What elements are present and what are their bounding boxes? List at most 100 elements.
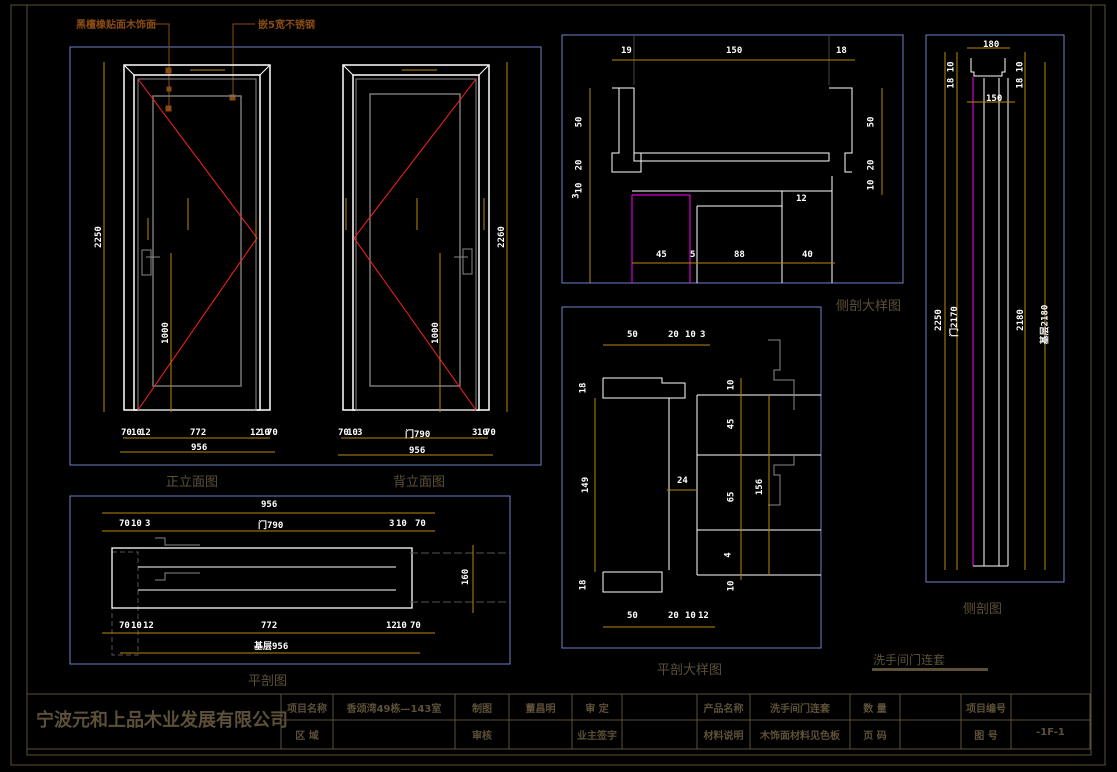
plan-detail-right-4: 4 <box>723 552 734 558</box>
plan-top-10r: 10 <box>396 519 407 529</box>
front-dim-772: 772 <box>190 428 207 438</box>
front-dim-10l: 10 <box>131 428 142 438</box>
front-dim-12l: 12 <box>140 428 151 438</box>
plan-detail-top-10: 10 <box>685 330 696 340</box>
plan-section-title: 平剖图 <box>248 674 288 689</box>
plan-detail-left-18a: 18 <box>578 382 589 394</box>
area-label: 区 域 <box>295 731 319 742</box>
viewport-plan-detail[interactable] <box>561 306 822 649</box>
plan-bot-10l: 10 <box>131 621 142 631</box>
plan-detail-top-20: 20 <box>668 330 679 340</box>
plan-dim-overall-top: 956 <box>261 500 278 510</box>
drawn-by-label: 制图 <box>472 704 492 715</box>
product-value: 洗手间门连套 <box>770 704 830 715</box>
plan-top-door: 门790 <box>258 521 284 531</box>
front-height-dim: 2250 <box>93 226 104 248</box>
side-detail-right-20: 20 <box>866 159 877 171</box>
back-dim-70r: 70 <box>485 428 496 438</box>
plan-detail-title: 平剖大样图 <box>657 663 723 678</box>
plan-detail-right-10a: 10 <box>726 379 737 391</box>
plan-detail-bot-50: 50 <box>627 611 638 621</box>
project-no-label: 项目编号 <box>966 704 1006 715</box>
viewport-side-section[interactable] <box>925 34 1065 583</box>
note-stainless-inlay: 嵌5宽不锈钢 <box>258 20 315 31</box>
back-dim-overall: 956 <box>409 446 426 456</box>
plan-bot-10r: 10 <box>396 621 407 631</box>
side-section-small-left: 18 10 <box>946 61 957 89</box>
front-elevation-door <box>123 64 271 411</box>
plan-detail-right-510: 10 <box>726 580 737 592</box>
side-section-drawing <box>970 58 1009 567</box>
plan-detail-dimension-lines <box>594 344 770 628</box>
side-detail-title: 侧剖大样图 <box>836 299 902 314</box>
back-elevation-title: 背立面图 <box>393 475 446 490</box>
plan-top-3l: 3 <box>145 519 151 529</box>
side-detail-bot-5: 5 <box>690 250 696 260</box>
side-detail-right-10: 10 <box>866 179 877 191</box>
drawing-no-value: -1F-1 <box>1036 727 1065 738</box>
back-dim-10l: 10 <box>347 428 358 438</box>
front-dim-70l: 70 <box>121 428 132 438</box>
side-detail-bot-40: 40 <box>802 250 813 260</box>
plan-top-10l: 10 <box>131 519 142 529</box>
plan-detail-drawing <box>602 339 821 593</box>
back-dim-10r: 10 <box>477 428 488 438</box>
side-section-dimension-lines <box>944 47 1046 570</box>
plan-detail-total-156: 156 <box>755 478 766 496</box>
plan-section-dimension-lines <box>102 512 474 654</box>
drawing-no-label: 图 号 <box>974 731 998 742</box>
side-detail-dimension-lines <box>589 59 883 283</box>
side-detail-left-10: 10 <box>574 182 585 194</box>
side-detail-left-20: 20 <box>574 159 585 171</box>
company-name: 宁波元和上品木业发展有限公司 <box>36 710 288 731</box>
title-block-grid <box>26 693 1091 750</box>
plan-detail-left-18b: 18 <box>578 579 589 591</box>
side-detail-dim-19: 19 <box>621 46 632 56</box>
project-name-value: 香颂湾49栋—143室 <box>346 704 442 715</box>
side-section-small-right: 18 10 <box>1015 61 1026 89</box>
back-elevation-door <box>342 64 490 411</box>
plan-section-drawing <box>111 537 510 656</box>
material-value: 木饰面材料见色板 <box>760 731 840 742</box>
plan-bot-772: 772 <box>261 621 278 631</box>
plan-top-70r: 70 <box>415 519 426 529</box>
inner-frame <box>26 4 1092 756</box>
plan-detail-left-149: 149 <box>581 476 592 494</box>
front-dim-overall: 956 <box>191 443 208 453</box>
annotation-leaders <box>148 23 255 112</box>
viewport-side-detail[interactable] <box>561 34 904 284</box>
side-section-dim-2250: 2250 <box>933 309 944 331</box>
plan-top-3r: 3 <box>389 519 395 529</box>
page-label: 页 码 <box>863 731 887 742</box>
side-detail-dim-18: 18 <box>836 46 847 56</box>
project-name-label: 项目名称 <box>287 704 327 715</box>
quantity-label: 数 量 <box>863 704 887 715</box>
plan-detail-top-50: 50 <box>627 330 638 340</box>
drawing-title: 洗手间门连套 <box>873 653 946 667</box>
side-section-inner-dim: 150 <box>986 94 1003 104</box>
viewport-elevations[interactable] <box>69 46 542 466</box>
plan-detail-bot-10: 10 <box>685 611 696 621</box>
side-section-dim-base2180: 基层2180 <box>1040 304 1051 345</box>
plan-detail-bot-12: 12 <box>698 611 709 621</box>
side-detail-drawing <box>611 35 853 283</box>
approved-label: 审 定 <box>585 704 609 715</box>
side-detail-dim-150: 150 <box>726 46 743 56</box>
back-handle-dim: 1000 <box>430 322 441 344</box>
front-dim-10r: 10 <box>259 428 270 438</box>
plan-detail-right-65: 65 <box>726 491 737 503</box>
side-detail-right-50: 50 <box>866 116 877 128</box>
back-height-dim: 2260 <box>496 226 507 248</box>
side-detail-left-50: 50 <box>574 116 585 128</box>
note-wood-veneer: 黑檀橡贴面木饰面 <box>76 20 156 31</box>
viewport-plan-section[interactable] <box>69 495 511 665</box>
plan-base-dim: 基层956 <box>254 642 289 652</box>
plan-detail-top-3: 3 <box>700 330 706 340</box>
plan-detail-bot-20: 20 <box>668 611 679 621</box>
material-label: 材料说明 <box>703 731 744 742</box>
front-dim-12r: 12 <box>250 428 261 438</box>
side-section-title: 侧剖图 <box>963 602 1003 617</box>
plan-detail-right-45: 45 <box>726 418 737 430</box>
back-dim-70l: 70 <box>338 428 349 438</box>
